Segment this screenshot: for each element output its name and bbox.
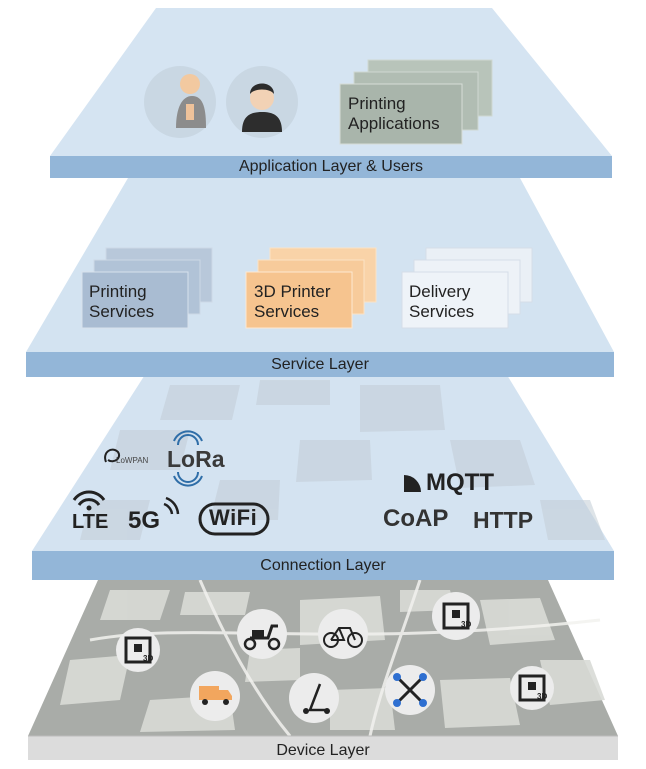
application-layer-band — [50, 156, 612, 178]
user-avatar-icon-2 — [226, 66, 298, 138]
lora-logo: LoRa — [167, 446, 225, 472]
3d-printer-badge-2: 3D — [461, 620, 472, 629]
application-plane — [50, 8, 612, 156]
connection-layer — [32, 370, 614, 580]
printer3d-services-label: 3D Printer Services — [254, 282, 354, 322]
device-layer-label: Device Layer — [276, 742, 370, 759]
lte-signal-icon — [72, 490, 106, 511]
printer3d-services-cards — [245, 247, 377, 329]
printing-applications-line1: Printing — [348, 94, 406, 113]
delivery-services-line2: Services — [409, 302, 475, 321]
3d-printer-icon-3 — [510, 666, 554, 710]
wifi-logo-shape — [198, 502, 270, 536]
printing-applications-label: Printing Applications — [348, 94, 458, 134]
3d-printer-icon-2 — [432, 592, 480, 640]
service-layer — [26, 178, 614, 377]
delivery-truck-icon — [190, 671, 240, 721]
printing-applications-line2: Applications — [348, 114, 440, 133]
service-layer-band — [26, 352, 614, 377]
drone-icon — [385, 665, 435, 715]
printing-services-line2: Services — [89, 302, 155, 321]
protocol-graphics — [72, 430, 421, 536]
3d-printer-badge: 3D — [143, 654, 154, 663]
lte-logo: LTE — [72, 511, 109, 533]
5g-signal-icon — [163, 496, 180, 515]
printing-services-cards — [81, 247, 213, 329]
connection-map-texture — [80, 380, 605, 540]
bicycle-icon — [318, 609, 368, 659]
application-layer — [50, 8, 612, 178]
coap-logo: CoAP — [383, 505, 449, 532]
printer3d-services-line2: Services — [254, 302, 320, 321]
printing-applications-cards — [339, 59, 493, 145]
device-layer-band — [28, 736, 618, 760]
connection-layer-band — [32, 551, 614, 580]
mqtt-logo: MQTT — [426, 469, 494, 496]
printing-services-line1: Printing — [89, 282, 147, 301]
delivery-services-line1: Delivery — [409, 282, 471, 301]
3d-printer-icon — [116, 628, 160, 672]
service-layer-label: Service Layer — [271, 356, 369, 373]
printer3d-services-line1: 3D Printer — [254, 282, 331, 301]
lowpan-logo: LoWPAN — [116, 456, 149, 465]
scooter-icon — [237, 609, 287, 659]
printing-services-label: Printing Services — [89, 282, 189, 322]
lora-signal-icon — [173, 430, 203, 487]
wifi-logo: WiFi — [209, 505, 258, 530]
user-avatar-icon — [144, 66, 216, 138]
5g-logo: 5G — [128, 507, 161, 534]
device-icons — [116, 592, 554, 723]
delivery-services-label: Delivery Services — [409, 282, 509, 322]
connection-layer-label: Connection Layer — [260, 557, 386, 574]
http-logo: HTTP — [473, 507, 534, 533]
mqtt-wave-icon — [404, 475, 421, 492]
delivery-services-cards — [401, 247, 533, 329]
kick-scooter-icon — [289, 673, 339, 723]
3d-printer-badge-3: 3D — [537, 692, 548, 701]
application-layer-label: Application Layer & Users — [238, 158, 424, 175]
6lowpan-logo-icon — [104, 448, 120, 463]
